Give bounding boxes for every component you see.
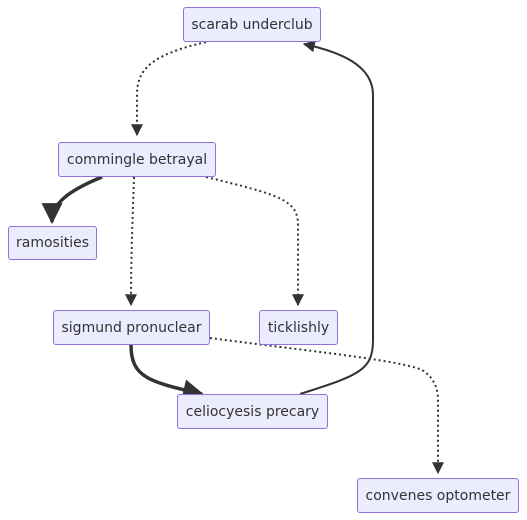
node-convenes-optometer[interactable]: convenes optometer	[357, 478, 519, 513]
edge-commingle-to-ramosities	[41, 175, 103, 225]
node-scarab-underclub[interactable]: scarab underclub	[183, 7, 321, 42]
node-celiocyesis-precary[interactable]: celiocyesis precary	[177, 394, 328, 429]
node-commingle-betrayal[interactable]: commingle betrayal	[58, 142, 216, 177]
edge-commingle-to-ticklishly	[205, 176, 304, 307]
node-sigmund-pronuclear[interactable]: sigmund pronuclear	[53, 310, 210, 345]
edge-sigmund-to-celiocyesis	[129, 344, 205, 400]
node-ticklishly[interactable]: ticklishly	[259, 310, 338, 345]
edge-scarab-to-commingle	[131, 41, 207, 137]
edge-commingle-to-sigmund	[125, 176, 138, 307]
node-ramosities[interactable]: ramosities	[8, 226, 97, 260]
edge-celiocyesis-to-scarab	[299, 40, 374, 395]
edge-sigmund-to-convenes	[209, 337, 444, 475]
